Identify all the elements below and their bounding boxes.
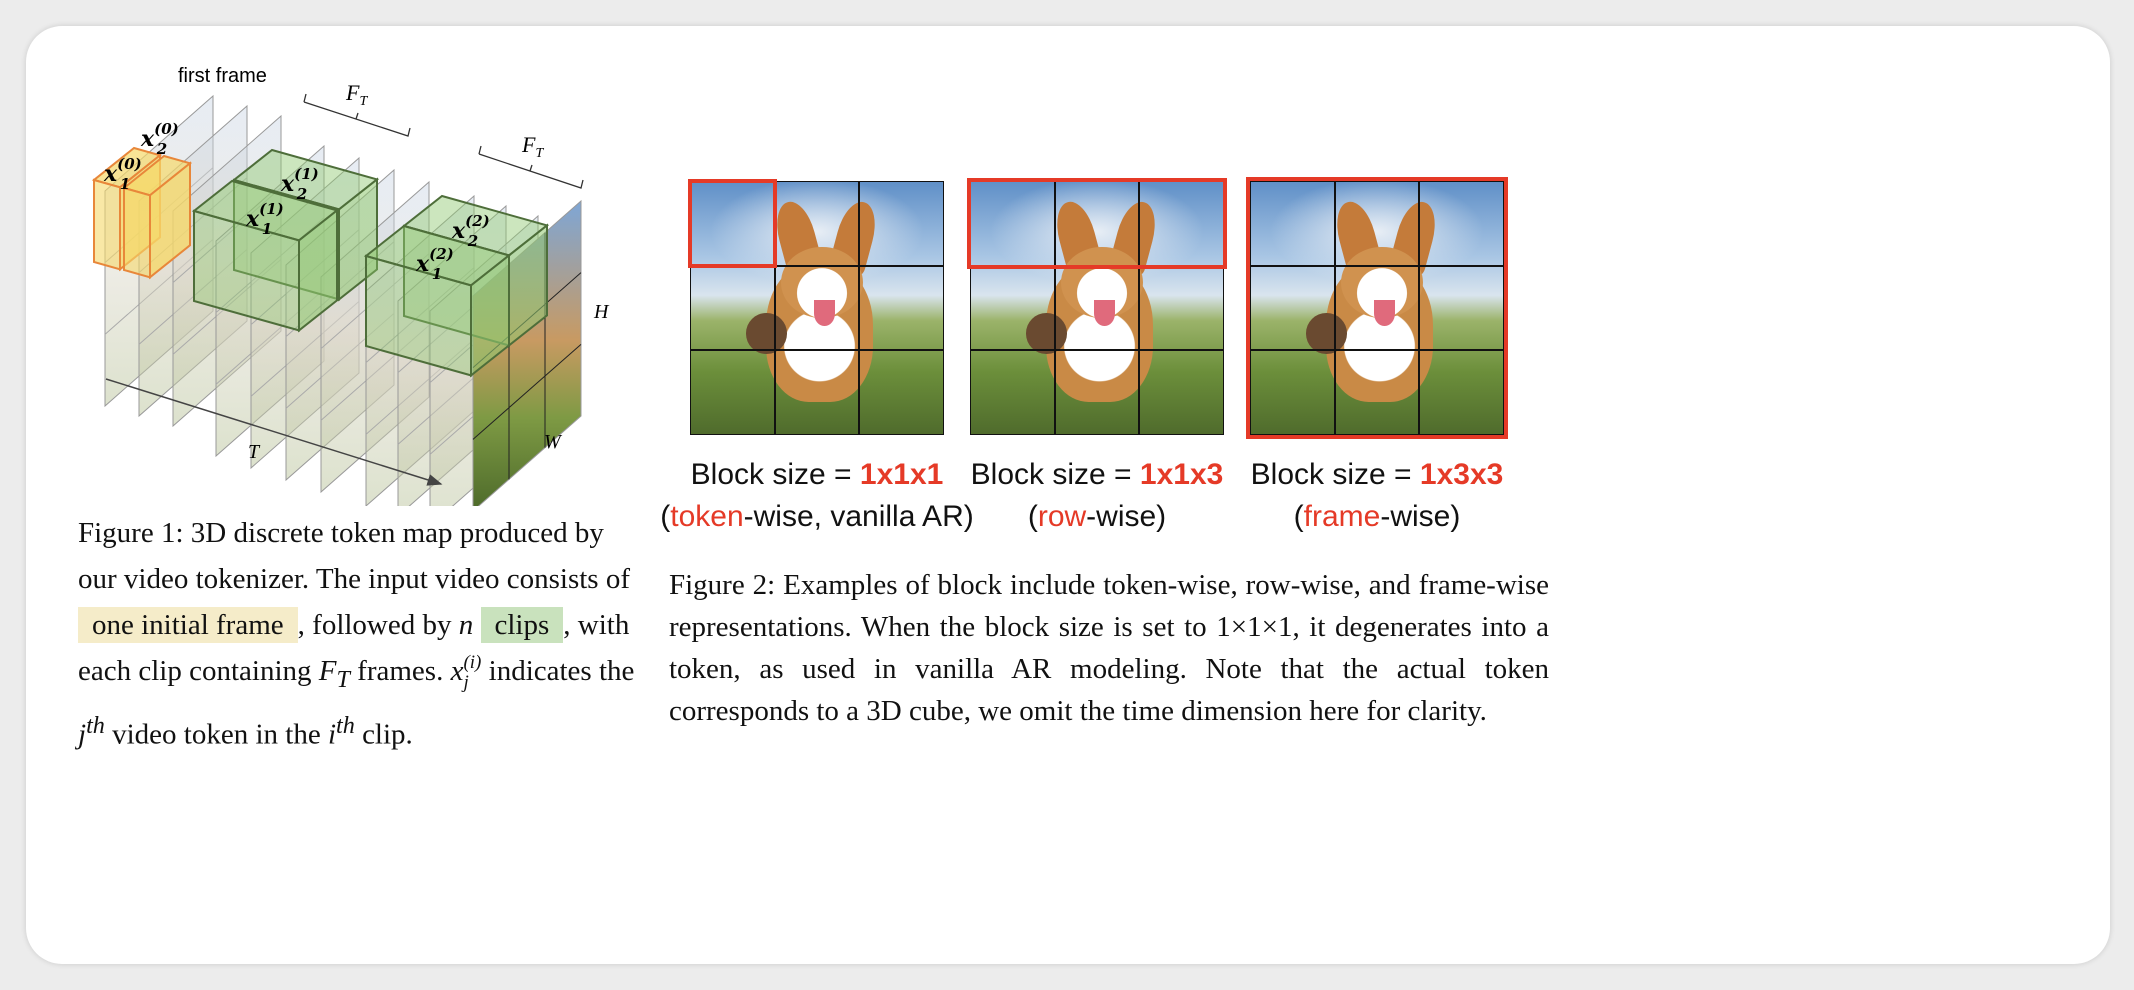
- token-cube: [191, 179, 340, 333]
- block-size-value: 1x3x3: [1419, 458, 1504, 491]
- token-sub: 2: [467, 232, 478, 250]
- block-size-value: 1x1x3: [1139, 458, 1224, 491]
- token-grid: [1250, 181, 1504, 435]
- label-rest: -wise, vanilla AR): [743, 500, 974, 533]
- token-base: x: [451, 218, 466, 244]
- math-j: j: [78, 718, 87, 751]
- cube-front: [365, 254, 472, 377]
- token-sup: (2): [429, 245, 454, 263]
- panel-frame-wise: [1246, 177, 1508, 439]
- token-label: x(1) 2: [280, 165, 319, 203]
- math-sup: th: [336, 711, 355, 739]
- panel-label-row-wise: Block size = 1x1x3 (row-wise): [937, 454, 1257, 538]
- block-highlight: [1246, 177, 1508, 439]
- math-ft: F: [318, 655, 337, 687]
- token-sup: (0): [117, 155, 142, 173]
- figure2-caption: Figure 2: Examples of block include toke…: [669, 569, 1549, 727]
- token-sub: 1: [120, 175, 130, 193]
- paren: (: [1293, 500, 1304, 533]
- caption-text: video token in the: [104, 718, 328, 751]
- token-sup: (1): [294, 165, 319, 183]
- token-sub: 1: [432, 265, 442, 283]
- caption-text: indicates the: [481, 655, 635, 687]
- panel-label-frame-wise: Block size = 1x3x3 (frame-wise): [1217, 454, 1537, 538]
- token-sub: 2: [156, 140, 167, 158]
- ft-label-1: FT: [345, 80, 368, 109]
- token-cube: [363, 224, 512, 378]
- cube-front: [123, 186, 151, 279]
- math-sup: (i): [463, 652, 482, 674]
- token-boxes: [91, 146, 550, 378]
- token-label: x(1) 1: [245, 200, 284, 238]
- token-label: x(0) 2: [140, 120, 179, 158]
- math-n: n: [458, 609, 474, 641]
- highlight-clips: clips: [480, 607, 564, 643]
- width-label: W: [544, 431, 563, 453]
- math-sub: j: [463, 672, 469, 694]
- frame-gridline: [472, 343, 582, 440]
- token-base: x: [415, 251, 430, 277]
- label-prefix: Block size =: [1250, 458, 1420, 491]
- label-rest: -wise): [1380, 500, 1461, 533]
- block-kind: frame: [1303, 500, 1381, 533]
- token-base: x: [140, 126, 155, 152]
- caption-text: frames.: [349, 655, 451, 687]
- token-grid: [970, 181, 1224, 435]
- cube-front: [93, 178, 121, 271]
- paren: (: [660, 500, 671, 533]
- token-sup: (2): [465, 212, 490, 230]
- highlight-initial-frame: one initial frame: [78, 607, 298, 643]
- token-sup: (1): [259, 200, 284, 218]
- ft-bracket-1: [303, 93, 411, 137]
- math-x: x: [450, 655, 464, 687]
- time-axis-label: T: [248, 441, 261, 463]
- caption-text: Figure 1: 3D discrete token map produced…: [78, 517, 630, 595]
- panel-row-wise: [967, 178, 1227, 435]
- ft-label-2: FT: [521, 132, 544, 161]
- caption-text: , with each clip containing: [78, 609, 630, 687]
- token-grid: [690, 181, 944, 435]
- math-i: i: [327, 718, 337, 751]
- token-base: x: [103, 161, 118, 187]
- first-frame-label: first frame: [178, 65, 267, 87]
- caption-text: clip.: [354, 718, 413, 751]
- panel-token-wise: [688, 179, 944, 435]
- token-cube: [121, 154, 193, 280]
- math-sup: th: [86, 711, 105, 739]
- figure1-token-map-diagram: T H W first frame FT FT x(0)1x(0)2x(1)1x…: [91, 65, 610, 506]
- token-label: x(2) 2: [451, 212, 490, 250]
- label-prefix: Block size =: [690, 458, 860, 491]
- figure1-caption: Figure 1: 3D discrete token map produced…: [78, 510, 648, 757]
- label-prefix: Block size =: [970, 458, 1140, 491]
- token-label: x(0) 1: [103, 155, 142, 193]
- label-rest: -wise): [1086, 500, 1167, 533]
- height-label: H: [593, 301, 610, 323]
- caption-text: , followed by: [297, 609, 459, 641]
- block-kind: token: [670, 500, 744, 533]
- time-axis-arrow: [105, 378, 443, 486]
- cube-front: [193, 209, 300, 332]
- block-kind: row: [1037, 500, 1087, 533]
- token-label: x(2) 1: [415, 245, 454, 283]
- paren: (: [1027, 500, 1038, 533]
- token-sub: 1: [262, 220, 272, 238]
- block-highlight: [688, 179, 777, 268]
- ft-bracket-2: [478, 145, 584, 189]
- token-sub: 2: [296, 185, 307, 203]
- math-sub: T: [336, 665, 350, 693]
- token-base: x: [245, 206, 260, 232]
- token-sup: (0): [154, 120, 179, 138]
- block-size-value: 1x1x1: [859, 458, 944, 491]
- panel-label-token-wise: Block size = 1x1x1 (token-wise, vanilla …: [657, 454, 977, 538]
- block-highlight: [967, 178, 1227, 269]
- token-base: x: [280, 171, 295, 197]
